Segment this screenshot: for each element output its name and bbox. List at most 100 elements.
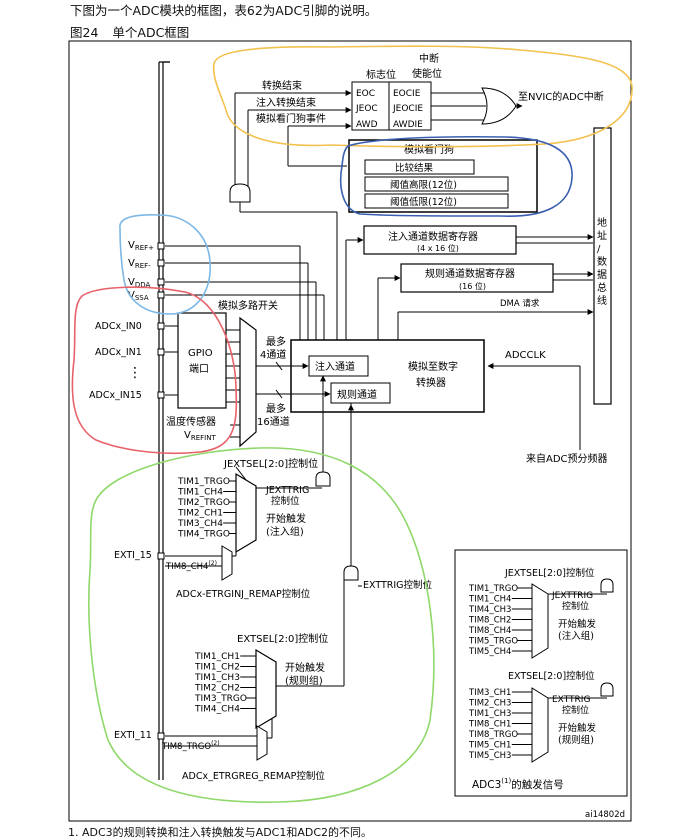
reg-remap-label: ADCx_ETRGREG_REMAP控制位 <box>182 770 325 782</box>
bus-char: 数 <box>597 255 607 268</box>
pin-square <box>157 259 165 267</box>
inj-remap-mux <box>221 545 233 581</box>
mux-wires <box>256 361 331 399</box>
adc3-inputs: TIM3_CH1TIM2_CH3TIM1_CH3TIM8_CH1TIM8_TRG… <box>468 688 532 761</box>
highlight-outlines <box>71 45 633 803</box>
reg-exti-label: EXTI_11 <box>114 730 152 741</box>
reg-trigger-input: TIM1_CH2 <box>194 663 240 673</box>
high-box <box>364 176 509 192</box>
pin-wires <box>165 325 240 438</box>
adcclk-label: ADCCLK <box>505 350 546 361</box>
pin-square <box>157 391 165 399</box>
inj-trigger-wires <box>165 375 326 567</box>
dma-request-label: DMA 请求 <box>500 298 540 309</box>
highlight-blue <box>339 135 573 217</box>
watchdog-box <box>348 139 538 213</box>
watchdog-low: 阈值低限(12位) <box>390 196 457 208</box>
prescaler-label: 来自ADC预分频器 <box>526 452 608 465</box>
reg-start-2: (规则组) <box>285 674 323 687</box>
reg-trigger-input: TIM1_CH3 <box>194 673 240 683</box>
regular-register-box <box>400 263 554 293</box>
label-conv-end: 转换结束 <box>262 79 302 92</box>
adc3-box <box>454 549 628 797</box>
and-gate-2 <box>315 471 331 487</box>
label-watchdog-event: 模拟看门狗事件 <box>256 112 326 125</box>
intro-text: 下图为一个ADC模块的框图，表62为ADC引脚的说明。 <box>70 3 378 18</box>
inj-tim8-label: TIM8_CH4(2) <box>165 560 217 572</box>
figure-frame <box>68 40 632 822</box>
bus-char: / <box>597 244 601 255</box>
bus-char: 地 <box>597 216 607 229</box>
adc3-j-input: TIM1_TRGO <box>468 584 518 594</box>
inj-trigger-input: TIM2_CH1 <box>177 509 223 519</box>
reg-start-1: 开始触发 <box>285 661 325 674</box>
reg-trigger-input: TIM1_CH1 <box>194 652 240 662</box>
jextsel-label: JEXTSEL[2:0]控制位 <box>223 457 318 470</box>
inj-trigger-input: TIM1_CH4 <box>177 488 223 498</box>
adc3-start-2: (规则组) <box>558 734 594 746</box>
enable-header-1: 中断 <box>419 52 439 65</box>
adc3-j-input: TIM5_CH4 <box>468 647 511 657</box>
adc3-input: TIM2_CH3 <box>468 699 511 709</box>
pin-labels: VREF+ VREF- VDDA VSSA ADCx_IN0 ADCx_IN1 … <box>89 240 216 442</box>
enable-header-2: 使能位 <box>412 67 442 80</box>
adc3-j-mux <box>531 583 549 659</box>
adc3-jstart-1: 开始触发 <box>558 618 597 630</box>
highlight-red <box>71 286 238 455</box>
reg-trigger-inputs: TIM1_CH1TIM1_CH2TIM1_CH3TIM2_CH2TIM3_TRG… <box>194 652 256 715</box>
adc3-sel-label: EXTSEL[2:0]控制位 <box>508 670 595 682</box>
footnote: 1. ADC3的规则转换和注入转换触发与ADC1和ADC2的不同。 <box>68 826 373 839</box>
regular-register-label: 规则通道数据寄存器 <box>425 267 515 280</box>
injected-register-box <box>363 225 517 255</box>
converter-label-1: 模拟至数字 <box>408 360 458 373</box>
watchdog-title: 模拟看门狗 <box>404 143 454 156</box>
reg-trigger-input: TIM2_CH2 <box>194 684 240 694</box>
pin-squares <box>157 242 165 740</box>
inj-trigger-input: TIM3_CH4 <box>177 519 223 529</box>
regular-register-size: (16 位) <box>459 281 486 291</box>
figure-number: 图24 <box>70 25 99 40</box>
adc3-jexttrig-1: JEXTTRIG <box>551 591 593 601</box>
adc3-exttrig-2: 控制位 <box>562 704 589 716</box>
enable-awdie: AWDIE <box>393 120 423 130</box>
reg-remap-mux <box>256 725 268 761</box>
compare-box <box>364 159 475 175</box>
adc3-jsel-label: JEXTSEL[2:0]控制位 <box>504 567 595 579</box>
or-gate <box>481 87 517 125</box>
clock-wires <box>487 363 581 450</box>
adc3-j-input: TIM5_TRGO <box>468 637 518 647</box>
figure-caption: 图24 单个ADC框图 <box>70 22 189 41</box>
gpio-label-2: 端口 <box>189 362 209 375</box>
adc-core-box <box>290 339 485 413</box>
watchdog-high: 阈值高限(12位) <box>390 179 457 191</box>
reg-trigger-input: TIM3_TRGO <box>194 694 247 704</box>
mux-upto-1b: 4通道 <box>260 348 286 361</box>
adc3-and-gate-1 <box>600 578 614 593</box>
inj-remap-label: ADCx-ETRGINJ_REMAP控制位 <box>176 588 311 600</box>
and-gate-3 <box>343 565 359 581</box>
injected-register-size: (4 x 16 位) <box>417 243 459 253</box>
pin-vref-minus: VREF- <box>128 258 151 270</box>
pin-in15: ADCx_IN15 <box>89 390 142 401</box>
vrefint-label: VREFINT <box>184 430 216 442</box>
pin-vref-plus: VREF+ <box>128 240 154 252</box>
adc3-j-input: TIM8_CH4 <box>468 626 511 636</box>
jexttrig-label-2: 控制位 <box>271 495 300 507</box>
bus-char: 线 <box>597 294 607 307</box>
enable-eocie: EOCIE <box>393 89 421 99</box>
adc3-input: TIM5_CH1 <box>468 741 511 751</box>
temp-sensor-label: 温度传感器 <box>166 415 216 428</box>
adc3-jstart-2: (注入组) <box>558 630 594 642</box>
inj-start-1: 开始触发 <box>266 512 306 525</box>
pin-square <box>157 322 165 330</box>
inj-start-2: (注入组) <box>266 525 304 538</box>
adc3-and-gate-2 <box>600 682 614 697</box>
bus-char: 址 <box>597 229 607 242</box>
adc3-jexttrig-2: 控制位 <box>562 600 589 612</box>
mux-upto-2: 最多 <box>266 402 286 415</box>
figure-title: 单个ADC框图 <box>112 25 190 40</box>
injected-register-label: 注入通道数据寄存器 <box>388 230 478 243</box>
inj-trigger-input: TIM4_TRGO <box>177 530 230 540</box>
adc3-input: TIM8_TRGO <box>468 730 518 740</box>
